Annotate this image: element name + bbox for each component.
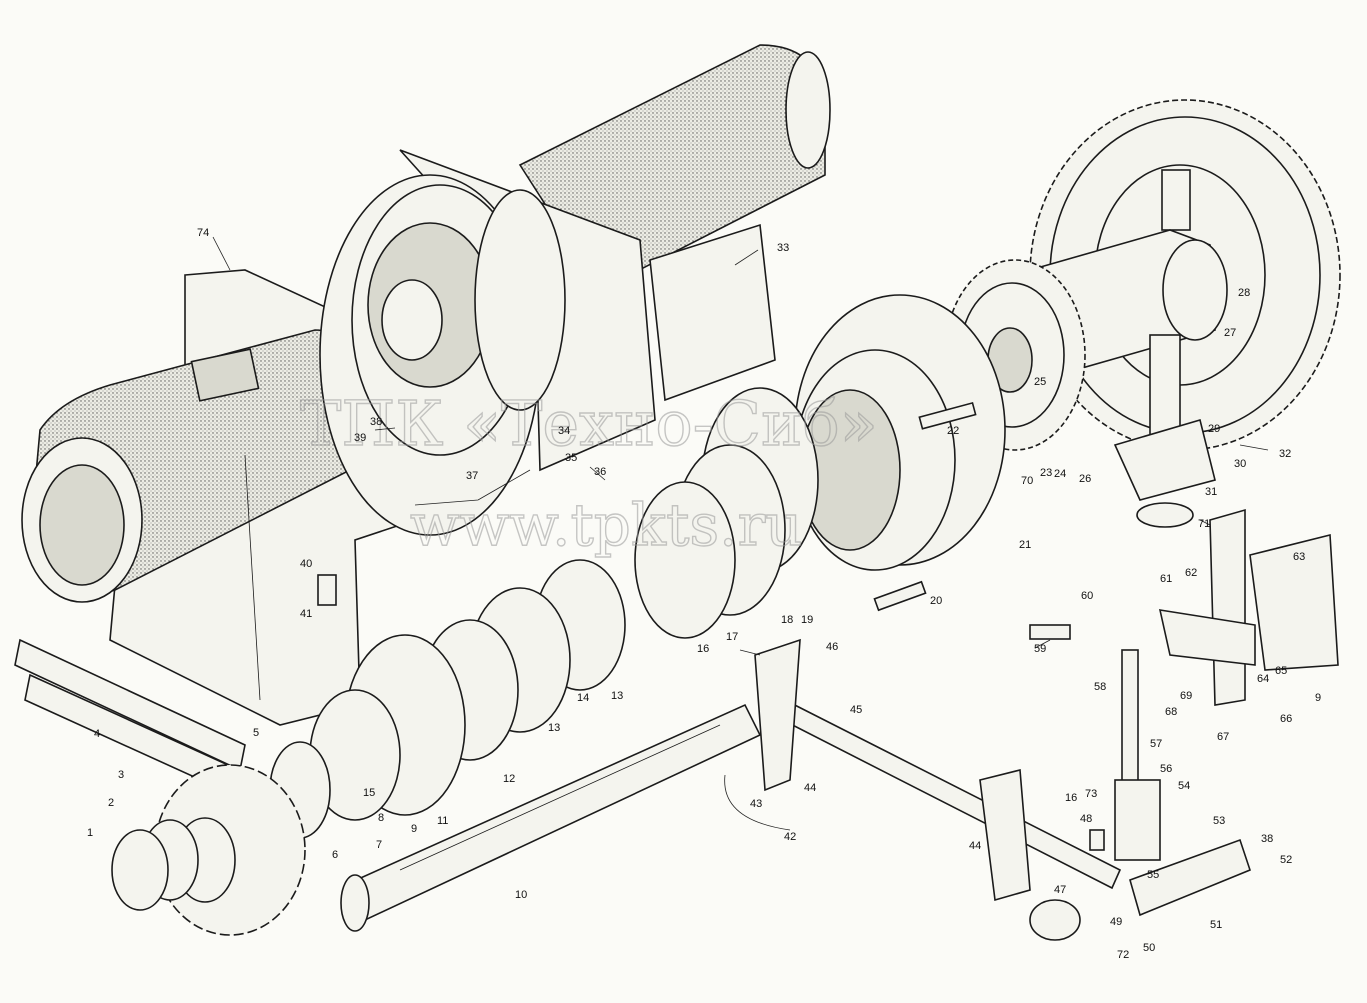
callout-41: 41 xyxy=(300,608,312,620)
callout-32: 32 xyxy=(1279,448,1291,460)
callout-3: 3 xyxy=(118,769,124,781)
callout-60: 60 xyxy=(1081,590,1093,602)
callout-7: 7 xyxy=(376,839,382,851)
callout-65: 65 xyxy=(1275,665,1287,677)
callout-42: 42 xyxy=(784,831,796,843)
callout-21: 21 xyxy=(1019,539,1031,551)
callout-labels: 1 2 3 4 5 6 7 8 9 9 10 11 12 13 13 14 15… xyxy=(87,227,1321,961)
callout-22: 22 xyxy=(947,425,959,437)
planetary-cover xyxy=(794,294,1006,571)
callout-13: 13 xyxy=(548,722,560,734)
callout-54: 54 xyxy=(1178,780,1190,792)
callout-38b: 38 xyxy=(1261,833,1273,845)
callout-71: 71 xyxy=(1198,518,1210,530)
callout-16: 16 xyxy=(697,643,709,655)
callout-6: 6 xyxy=(332,849,338,861)
callout-45: 45 xyxy=(850,704,862,716)
splined-shaft xyxy=(340,703,762,932)
callout-50: 50 xyxy=(1143,942,1155,954)
callout-67: 67 xyxy=(1217,731,1229,743)
callout-11: 11 xyxy=(437,815,448,827)
callout-66: 66 xyxy=(1280,713,1292,725)
callout-48: 48 xyxy=(1080,813,1092,825)
callout-68: 68 xyxy=(1165,706,1177,718)
callout-58: 58 xyxy=(1094,681,1106,693)
watermark-website: www.tpkts.ru xyxy=(410,491,803,559)
control-rod xyxy=(754,638,1122,941)
callout-2: 2 xyxy=(108,797,114,809)
callout-40: 40 xyxy=(300,558,312,570)
callout-27: 27 xyxy=(1224,327,1236,339)
callout-52: 52 xyxy=(1280,854,1292,866)
callout-13b: 13 xyxy=(611,690,623,702)
callout-5: 5 xyxy=(253,727,259,739)
callout-14: 14 xyxy=(577,692,589,704)
callout-1: 1 xyxy=(87,827,93,839)
callout-20: 20 xyxy=(930,595,942,607)
adjusting-rod xyxy=(1114,649,1251,917)
leader-lines xyxy=(212,236,1269,831)
callout-16b: 16 xyxy=(1065,792,1077,804)
callout-55: 55 xyxy=(1147,869,1159,881)
callout-36: 36 xyxy=(594,466,606,478)
callout-56: 56 xyxy=(1160,763,1172,775)
callout-30: 30 xyxy=(1234,458,1246,470)
callout-39: 39 xyxy=(354,432,366,444)
upper-tube-housing xyxy=(399,44,831,472)
callout-17: 17 xyxy=(726,631,738,643)
lever-bracket xyxy=(1158,508,1339,706)
callout-8: 8 xyxy=(378,812,384,824)
sprocket xyxy=(111,764,306,936)
callout-9: 9 xyxy=(411,823,417,835)
callout-31: 31 xyxy=(1205,486,1217,498)
callout-44: 44 xyxy=(804,782,816,794)
lower-bearings xyxy=(269,559,626,839)
callout-38: 38 xyxy=(370,416,382,428)
callout-61: 61 xyxy=(1160,573,1172,585)
callout-18: 18 xyxy=(781,614,793,626)
watermark-company: ТПК «Техно-Сиб» xyxy=(300,387,878,460)
callout-26: 26 xyxy=(1079,473,1091,485)
callout-62: 62 xyxy=(1185,567,1197,579)
callout-72: 72 xyxy=(1117,949,1129,961)
callout-70: 70 xyxy=(1021,475,1033,487)
small-bolts xyxy=(317,401,1105,851)
callout-49: 49 xyxy=(1110,916,1122,928)
callout-19: 19 xyxy=(801,614,813,626)
callout-35: 35 xyxy=(565,452,577,464)
callout-64: 64 xyxy=(1257,673,1269,685)
callout-47: 47 xyxy=(1054,884,1066,896)
callout-4: 4 xyxy=(94,728,100,740)
callout-10: 10 xyxy=(515,889,527,901)
callout-63: 63 xyxy=(1293,551,1305,563)
callout-34: 34 xyxy=(558,425,570,437)
callout-24: 24 xyxy=(1054,468,1066,480)
callout-37: 37 xyxy=(466,470,478,482)
callout-44b: 44 xyxy=(969,840,981,852)
callout-28: 28 xyxy=(1238,287,1250,299)
callout-51: 51 xyxy=(1210,919,1222,931)
callout-29: 29 xyxy=(1208,423,1220,435)
callout-57: 57 xyxy=(1150,738,1162,750)
callout-33: 33 xyxy=(777,242,789,254)
callout-69: 69 xyxy=(1180,690,1192,702)
callout-15: 15 xyxy=(363,787,375,799)
callout-43: 43 xyxy=(750,798,762,810)
callout-59: 59 xyxy=(1034,643,1046,655)
callout-12: 12 xyxy=(503,773,515,785)
callout-46: 46 xyxy=(826,641,838,653)
bevel-gear-flange xyxy=(319,174,566,536)
callout-9b: 9 xyxy=(1315,692,1321,704)
bearing-rings xyxy=(634,387,819,639)
callout-25: 25 xyxy=(1034,376,1046,388)
callout-23: 23 xyxy=(1040,467,1052,479)
callout-74: 74 xyxy=(197,227,209,239)
callout-53: 53 xyxy=(1213,815,1225,827)
callout-73: 73 xyxy=(1085,788,1097,800)
